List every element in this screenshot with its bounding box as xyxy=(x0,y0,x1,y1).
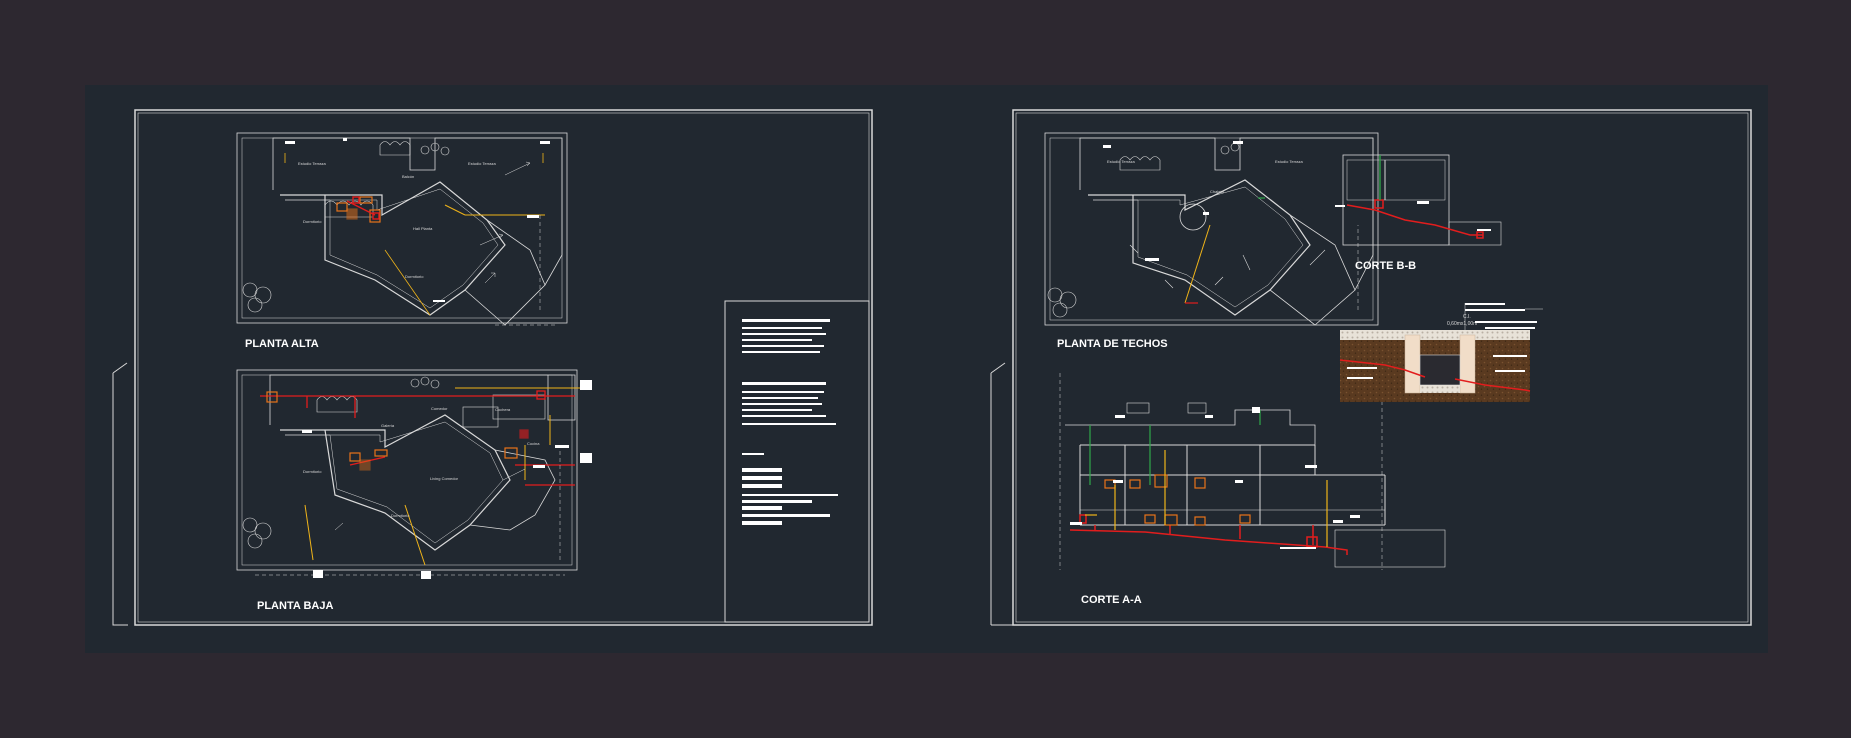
corte-aa-drawing xyxy=(1059,373,1446,570)
sheet-1-inner-border xyxy=(137,112,870,623)
cad-model-space: Estudio Terraza Estudio Terraza Balcón D… xyxy=(85,85,1768,653)
planta-de-techos-drawing: Estudio Terraza Estudio Terraza Chaleta xyxy=(1044,132,1379,326)
planta-baja-title: PLANTA BAJA xyxy=(257,600,333,612)
svg-text:Living Comedor: Living Comedor xyxy=(430,476,459,481)
planta-baja-drawing: Galería Cochera Comedor Dormitorio Livin… xyxy=(236,369,592,579)
svg-text:Dormitorio: Dormitorio xyxy=(303,469,322,474)
svg-text:Cochera: Cochera xyxy=(495,407,511,412)
svg-text:Comedor: Comedor xyxy=(431,406,448,411)
corte-bb-drawing xyxy=(1335,154,1502,246)
svg-text:Dormitorio: Dormitorio xyxy=(391,513,410,518)
svg-text:Estudio Terraza: Estudio Terraza xyxy=(468,161,496,166)
svg-text:Hall Planta: Hall Planta xyxy=(413,226,433,231)
svg-text:Chaleta: Chaleta xyxy=(1210,189,1225,194)
sheet-2: Estudio Terraza Estudio Terraza Chaleta … xyxy=(990,109,1752,626)
sheet-1-border xyxy=(134,109,873,626)
svg-text:Balcón: Balcón xyxy=(402,174,414,179)
planta-de-techos-title: PLANTA DE TECHOS xyxy=(1057,338,1168,350)
svg-text:Estudio Terraza: Estudio Terraza xyxy=(298,161,326,166)
planta-alta-drawing: Estudio Terraza Estudio Terraza Balcón D… xyxy=(236,132,568,326)
svg-text:Cocina: Cocina xyxy=(527,441,540,446)
corte-bb-title: CORTE B-B xyxy=(1355,260,1416,272)
svg-text:Dormitorio: Dormitorio xyxy=(405,274,424,279)
sheet-2-border xyxy=(1012,109,1752,626)
corte-aa-title: CORTE A-A xyxy=(1081,594,1142,606)
svg-text:Estudio Terraza: Estudio Terraza xyxy=(1275,159,1303,164)
inspection-chamber-detail: C.I. 0,60mx1,00m xyxy=(1339,303,1543,402)
svg-text:Estudio Terraza: Estudio Terraza xyxy=(1107,159,1135,164)
svg-text:Galería: Galería xyxy=(381,423,395,428)
sheet-1-fold-line xyxy=(112,373,114,626)
planta-alta-title: PLANTA ALTA xyxy=(245,338,319,350)
sheet-1-fold-corner xyxy=(112,362,128,374)
sheet-2-fold-corner xyxy=(990,362,1006,374)
sheet-1: Estudio Terraza Estudio Terraza Balcón D… xyxy=(112,109,873,626)
notes-block-1 xyxy=(742,319,838,525)
detail-caption-1: C.I. xyxy=(1463,314,1471,320)
svg-text:Dormitorio: Dormitorio xyxy=(303,219,322,224)
drawing-svg: Estudio Terraza Estudio Terraza Balcón D… xyxy=(112,109,1752,626)
sheet-2-inner-border xyxy=(1015,112,1749,623)
detail-caption-2: 0,60mx1,00m xyxy=(1447,321,1477,327)
title-block-1 xyxy=(724,300,870,623)
